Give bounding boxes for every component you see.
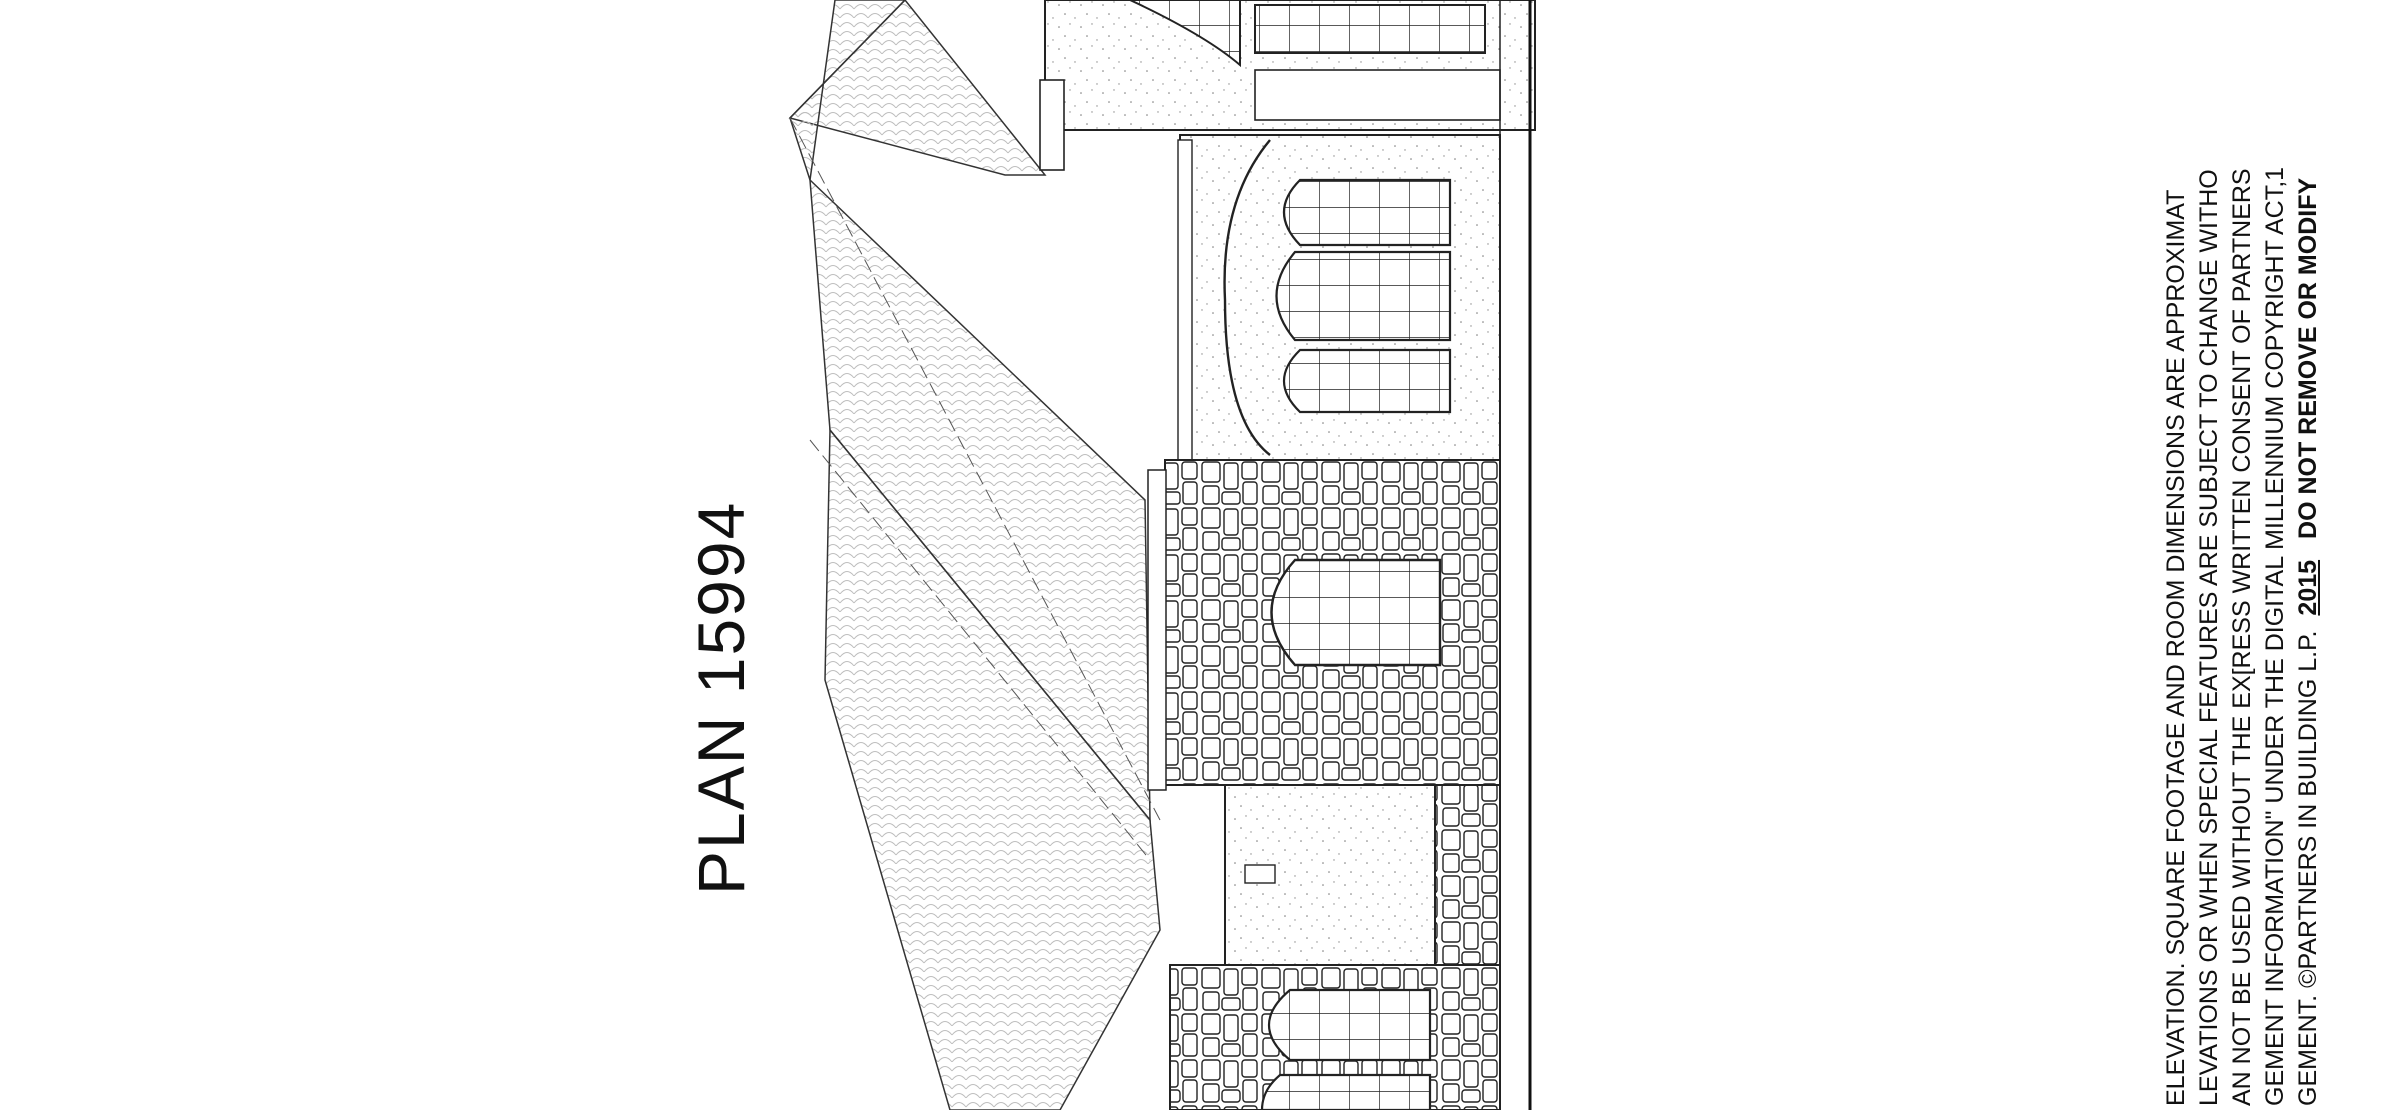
disclaimer-line-5: GEMENT. ©PARTNERS IN BUILDING L.P. 2015 … [2292, 0, 2325, 1106]
disclaimer-line-1: ELEVATION. SQUARE FOOTAGE AND ROOM DIMEN… [2162, 189, 2190, 1106]
entry-section [1224, 784, 1501, 966]
disclaimer-notes: ELEVATION. SQUARE FOOTAGE AND ROOM DIMEN… [2160, 0, 2380, 1110]
disclaimer-line-3: AN NOT BE USED WITHOUT THE EX[RESS WRITT… [2228, 168, 2256, 1106]
upper-wall [1039, 0, 1536, 171]
modify-warning: DO NOT REMOVE OR MODIFY [2294, 177, 2322, 539]
lower-stone-section [1169, 964, 1501, 1110]
roof [788, 0, 1161, 1110]
plan-title: PLAN 15994 [684, 500, 758, 895]
stone-section [1147, 459, 1501, 791]
arched-window-bay [1177, 134, 1501, 461]
disclaimer-line-4: GEMENT INFORMATION" UNDER THE DIGITAL MI… [2261, 166, 2289, 1106]
disclaimer-line-2: LEVATIONS OR WHEN SPECIAL FEATURES ARE S… [2195, 169, 2223, 1106]
copyright-text: GEMENT. ©PARTNERS IN BUILDING L.P. [2294, 630, 2322, 1106]
copyright-year: 2015 [2294, 559, 2322, 616]
